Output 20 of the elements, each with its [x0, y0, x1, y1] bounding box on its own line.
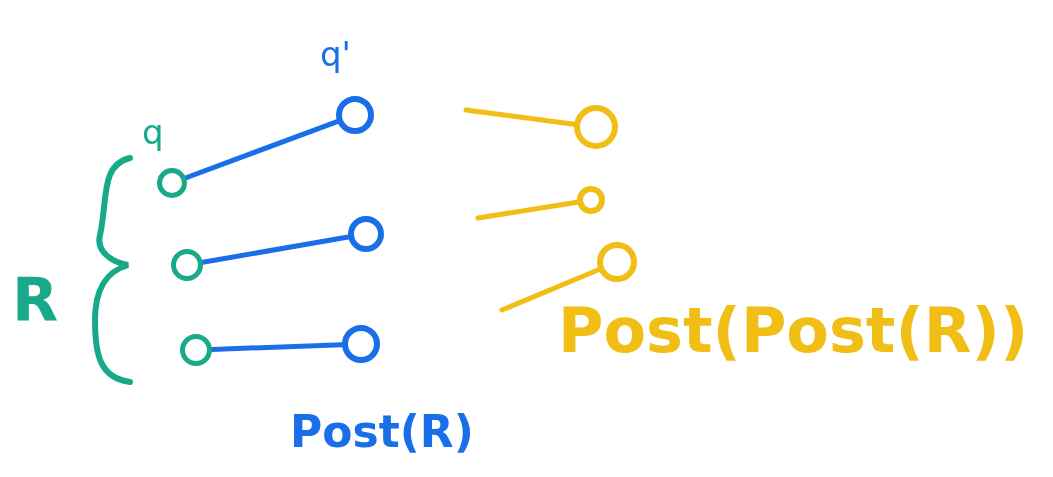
state-circle	[157, 168, 187, 198]
state-name: q'	[320, 37, 351, 71]
state-circle	[597, 242, 637, 282]
connector-line	[209, 342, 345, 352]
connector-line	[475, 199, 580, 221]
state-name: q	[142, 115, 164, 149]
state-circle	[336, 96, 374, 134]
connector-line	[463, 107, 577, 127]
state-circle	[342, 325, 380, 363]
connector-line	[499, 267, 602, 313]
set-label: R	[12, 270, 59, 330]
state-circle	[171, 249, 203, 281]
connector-line	[200, 234, 351, 265]
set-label: Post(R)	[290, 410, 474, 454]
state-circle	[574, 105, 618, 149]
connector-line	[183, 119, 340, 181]
state-circle	[577, 186, 605, 214]
state-circle	[180, 334, 212, 366]
set-label: Post(Post(R))	[558, 300, 1029, 362]
state-circle	[348, 216, 384, 252]
